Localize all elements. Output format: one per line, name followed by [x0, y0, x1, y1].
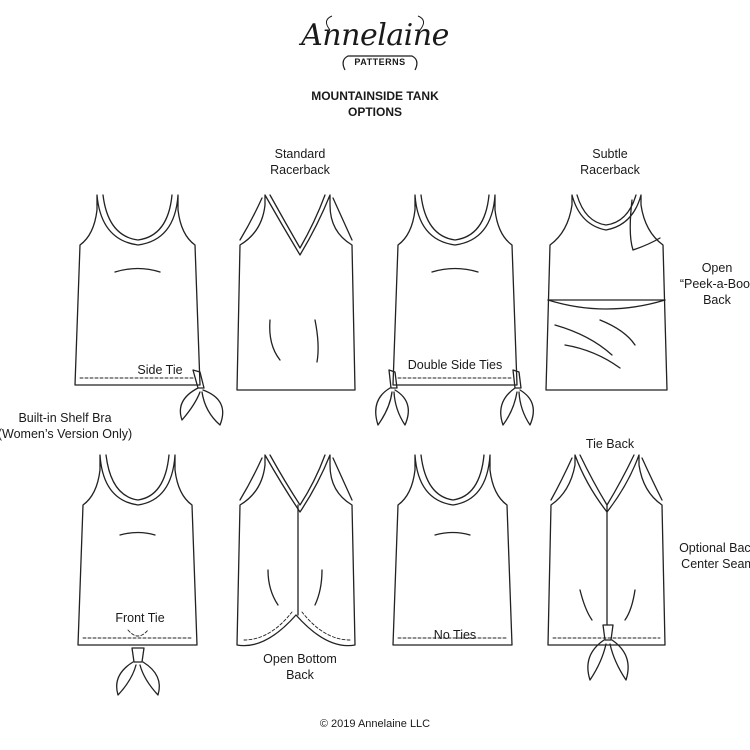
logo-frame: [326, 15, 424, 71]
label-subtle-racerback: Subtle Racerback: [580, 147, 640, 177]
label-double-side-ties: Double Side Ties: [407, 358, 503, 372]
page-title: MOUNTAINSIDE TANK OPTIONS: [275, 88, 475, 120]
logo-script-text: Annelaine: [301, 18, 449, 53]
label-no-ties: No Ties: [433, 628, 477, 642]
label-open-back: Open “Peek-a-Boo” Back: [679, 261, 750, 307]
brand-logo: Annelaine PATTERNS: [0, 0, 750, 80]
label-optional-back-seam: Optional Back Center Seam: [679, 541, 750, 571]
label-standard-racerback: Standard Racerback: [270, 147, 330, 177]
label-side-tie: Side Tie: [137, 363, 183, 377]
label-tie-back: Tie Back: [585, 437, 635, 451]
copyright-footer: © 2019 Annelaine LLC: [319, 718, 431, 730]
garment-front-double-ties: [375, 194, 534, 426]
title-line-2: OPTIONS: [347, 105, 402, 119]
garment-front-side-tie: [74, 194, 224, 426]
garment-standard-racerback: [236, 194, 356, 391]
label-front-tie: Front Tie: [115, 611, 165, 625]
label-shelf-bra: Built-in Shelf Bra (Women’s Version Only…: [0, 411, 133, 441]
title-line-1: MOUNTAINSIDE TANK: [311, 89, 439, 103]
garment-open-bottom-back: [236, 454, 356, 647]
logo-sub-text: PATTERNS: [354, 57, 406, 67]
garment-tie-back: [547, 454, 666, 681]
garment-open-back: [545, 194, 668, 391]
label-open-bottom-back: Open Bottom Back: [263, 652, 337, 682]
garment-no-ties: [392, 454, 513, 646]
garment-front-tie: [77, 454, 198, 696]
